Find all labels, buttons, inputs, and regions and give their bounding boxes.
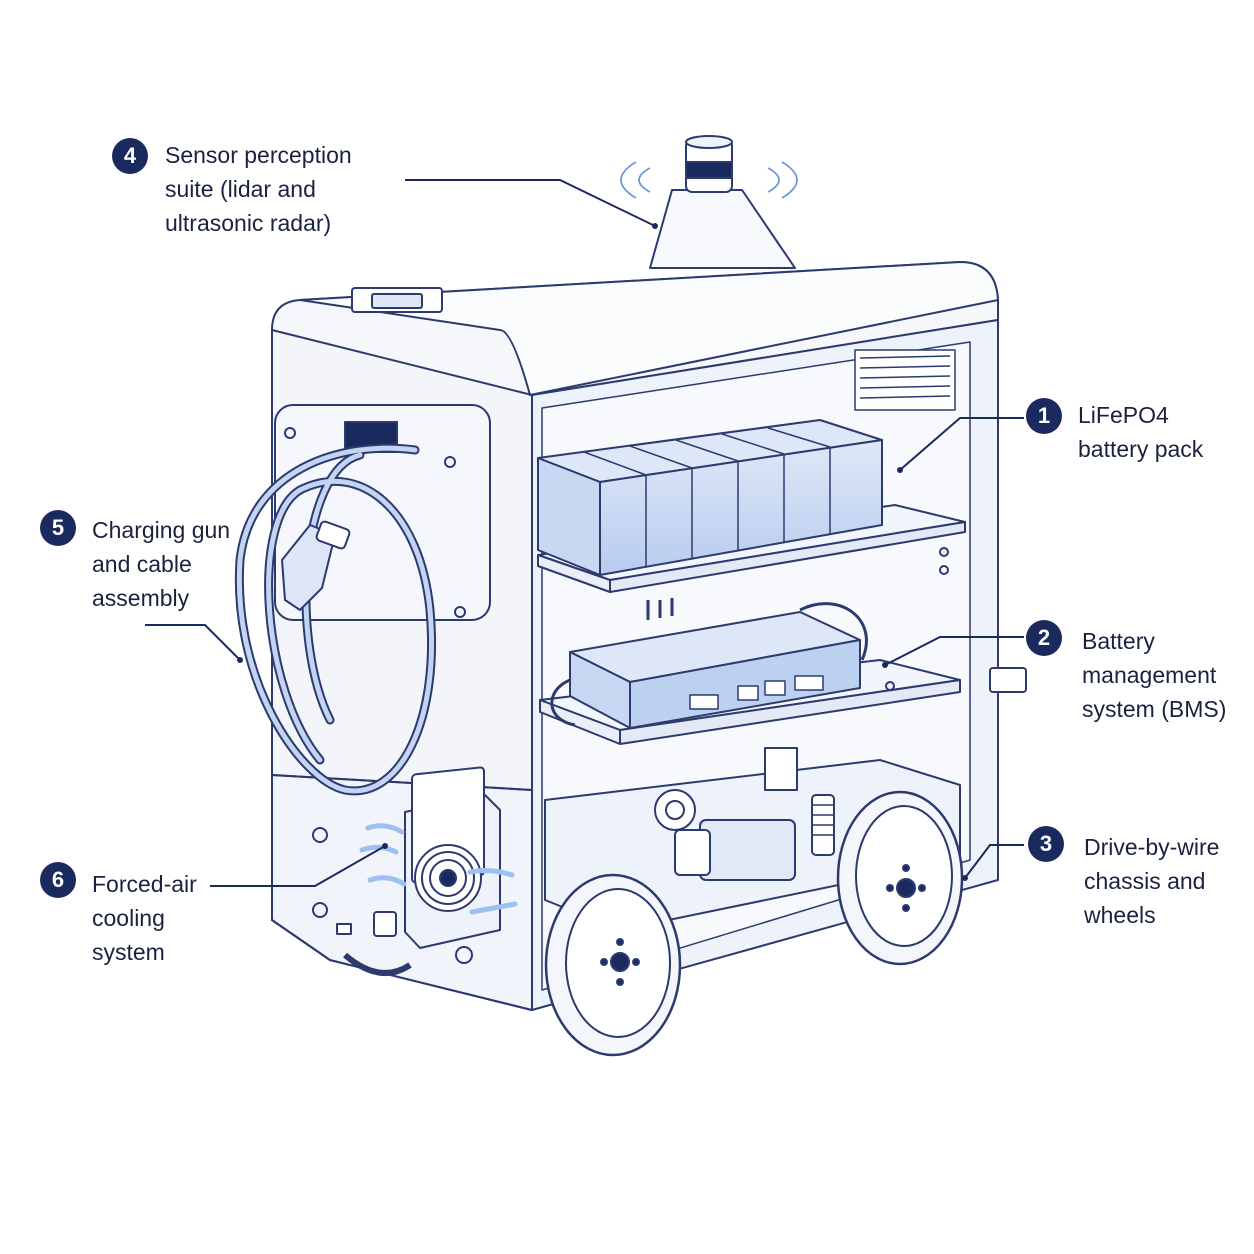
callout-1-badge: 1: [1026, 398, 1062, 434]
front-wheel: [544, 873, 682, 1057]
callout-3-label: Drive-by-wire chassis and wheels: [1084, 834, 1220, 928]
charging-gun: [281, 520, 351, 611]
battery-pack: [537, 419, 883, 576]
callout-1-label: LiFePO4 battery pack: [1078, 402, 1204, 462]
callout-2-label: Battery management system (BMS): [1082, 628, 1227, 722]
callout-2-badge: 2: [1026, 620, 1062, 656]
callout-4-badge: 4: [112, 138, 148, 174]
airflow-arrows: [359, 823, 518, 915]
rear-left-wheel: [343, 952, 412, 976]
callout-6-label: Forced-air cooling system: [92, 871, 197, 965]
callout-5-badge: 5: [40, 510, 76, 546]
rear-wheel: [836, 790, 964, 966]
lidar-sensor: [620, 135, 798, 269]
callout-6-badge: 6: [40, 862, 76, 898]
callout-3-badge: 3: [1028, 826, 1064, 862]
callout-4-label: Sensor perception suite (lidar and ultra…: [165, 142, 352, 236]
leader-lines: [145, 179, 1024, 887]
bms-unit: [550, 598, 868, 729]
callout-5-label: Charging gun and cable assembly: [92, 517, 231, 611]
